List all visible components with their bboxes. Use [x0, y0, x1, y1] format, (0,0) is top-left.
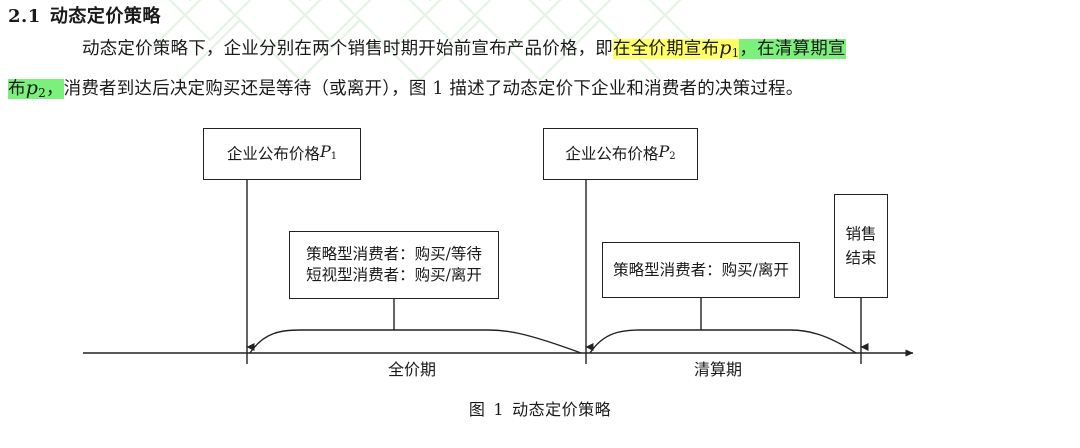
axis-label-full-price-period: 全价期: [388, 360, 437, 379]
figure-caption-number: 1: [493, 400, 505, 419]
diagram-connectors: [83, 180, 914, 364]
highlight-green-text-2: 布: [8, 79, 26, 99]
price-variable-p1-symbol: p: [719, 37, 732, 59]
paragraph-text-plain: 动态定价策略下，企业分别在两个销售时期开始前宣布产品价格，即: [82, 39, 613, 59]
highlight-yellow-text: 在全价期宣布: [613, 39, 720, 59]
highlight-green-phrase-1: ，在清算期宣: [739, 39, 846, 59]
price-variable-p1: p1: [719, 37, 740, 60]
box-p2-label: 企业公布价格: [565, 144, 659, 163]
section-heading: 2.1 动态定价策略: [8, 2, 161, 28]
box-p1-variable-symbol: P: [319, 142, 331, 161]
box-consumer-behavior-period-1: 策略型消费者：购买/等待 短视型消费者：购买/离开: [289, 231, 499, 299]
figure-caption-title: 动态定价策略: [512, 400, 612, 419]
box-p1-label: 企业公布价格: [226, 144, 320, 163]
section-title: 动态定价策略: [49, 6, 161, 27]
paragraph-line-1: 动态定价策略下，企业分别在两个销售时期开始前宣布产品价格，即在全价期宣布p1，在…: [82, 38, 846, 63]
axis-label-clearance-period: 清算期: [694, 360, 743, 379]
figure-caption-prefix: 图: [468, 400, 486, 419]
paragraph-text-plain-2: 消费者到达后决定购买还是等待（或离开），图 1 描述了动态定价下企业和消费者的决…: [63, 79, 804, 99]
box-firm-announces-price-2: 企业公布价格 P2: [543, 128, 698, 180]
box-p1-variable-subscript: 1: [330, 151, 338, 162]
highlight-green-comma: ，: [45, 79, 64, 99]
box-consumer-behavior-period-2: 策略型消费者：购买/离开: [602, 242, 800, 298]
paragraph-line-2: 布p2，消费者到达后决定购买还是等待（或离开），图 1 描述了动态定价下企业和消…: [8, 78, 803, 103]
box-firm-announces-price-1: 企业公布价格 P1: [203, 128, 361, 180]
box-p2-variable-symbol: P: [658, 142, 670, 161]
highlight-yellow-phrase: 在全价期宣布p1: [613, 37, 740, 60]
brace-period-2: [589, 329, 857, 354]
price-variable-p2-symbol: p: [25, 77, 39, 99]
box-p1-variable: P1: [320, 141, 337, 167]
box-sales-end: 销售 结束: [834, 194, 888, 298]
box-p2-variable: P2: [658, 141, 675, 167]
highlight-green-phrase-2: 布p2，: [8, 77, 64, 100]
box-p2-variable-subscript: 2: [669, 151, 676, 162]
price-variable-p1-subscript: 1: [731, 46, 740, 60]
brace-period-1: [249, 329, 582, 354]
section-number: 2.1: [8, 6, 41, 27]
price-variable-p2: p2: [25, 77, 46, 100]
figure-dynamic-pricing-diagram: 企业公布价格 P1 企业公布价格 P2 策略型消费者：购买/等待 短视型消费者：…: [0, 118, 1080, 379]
price-variable-p2-subscript: 2: [38, 86, 46, 100]
